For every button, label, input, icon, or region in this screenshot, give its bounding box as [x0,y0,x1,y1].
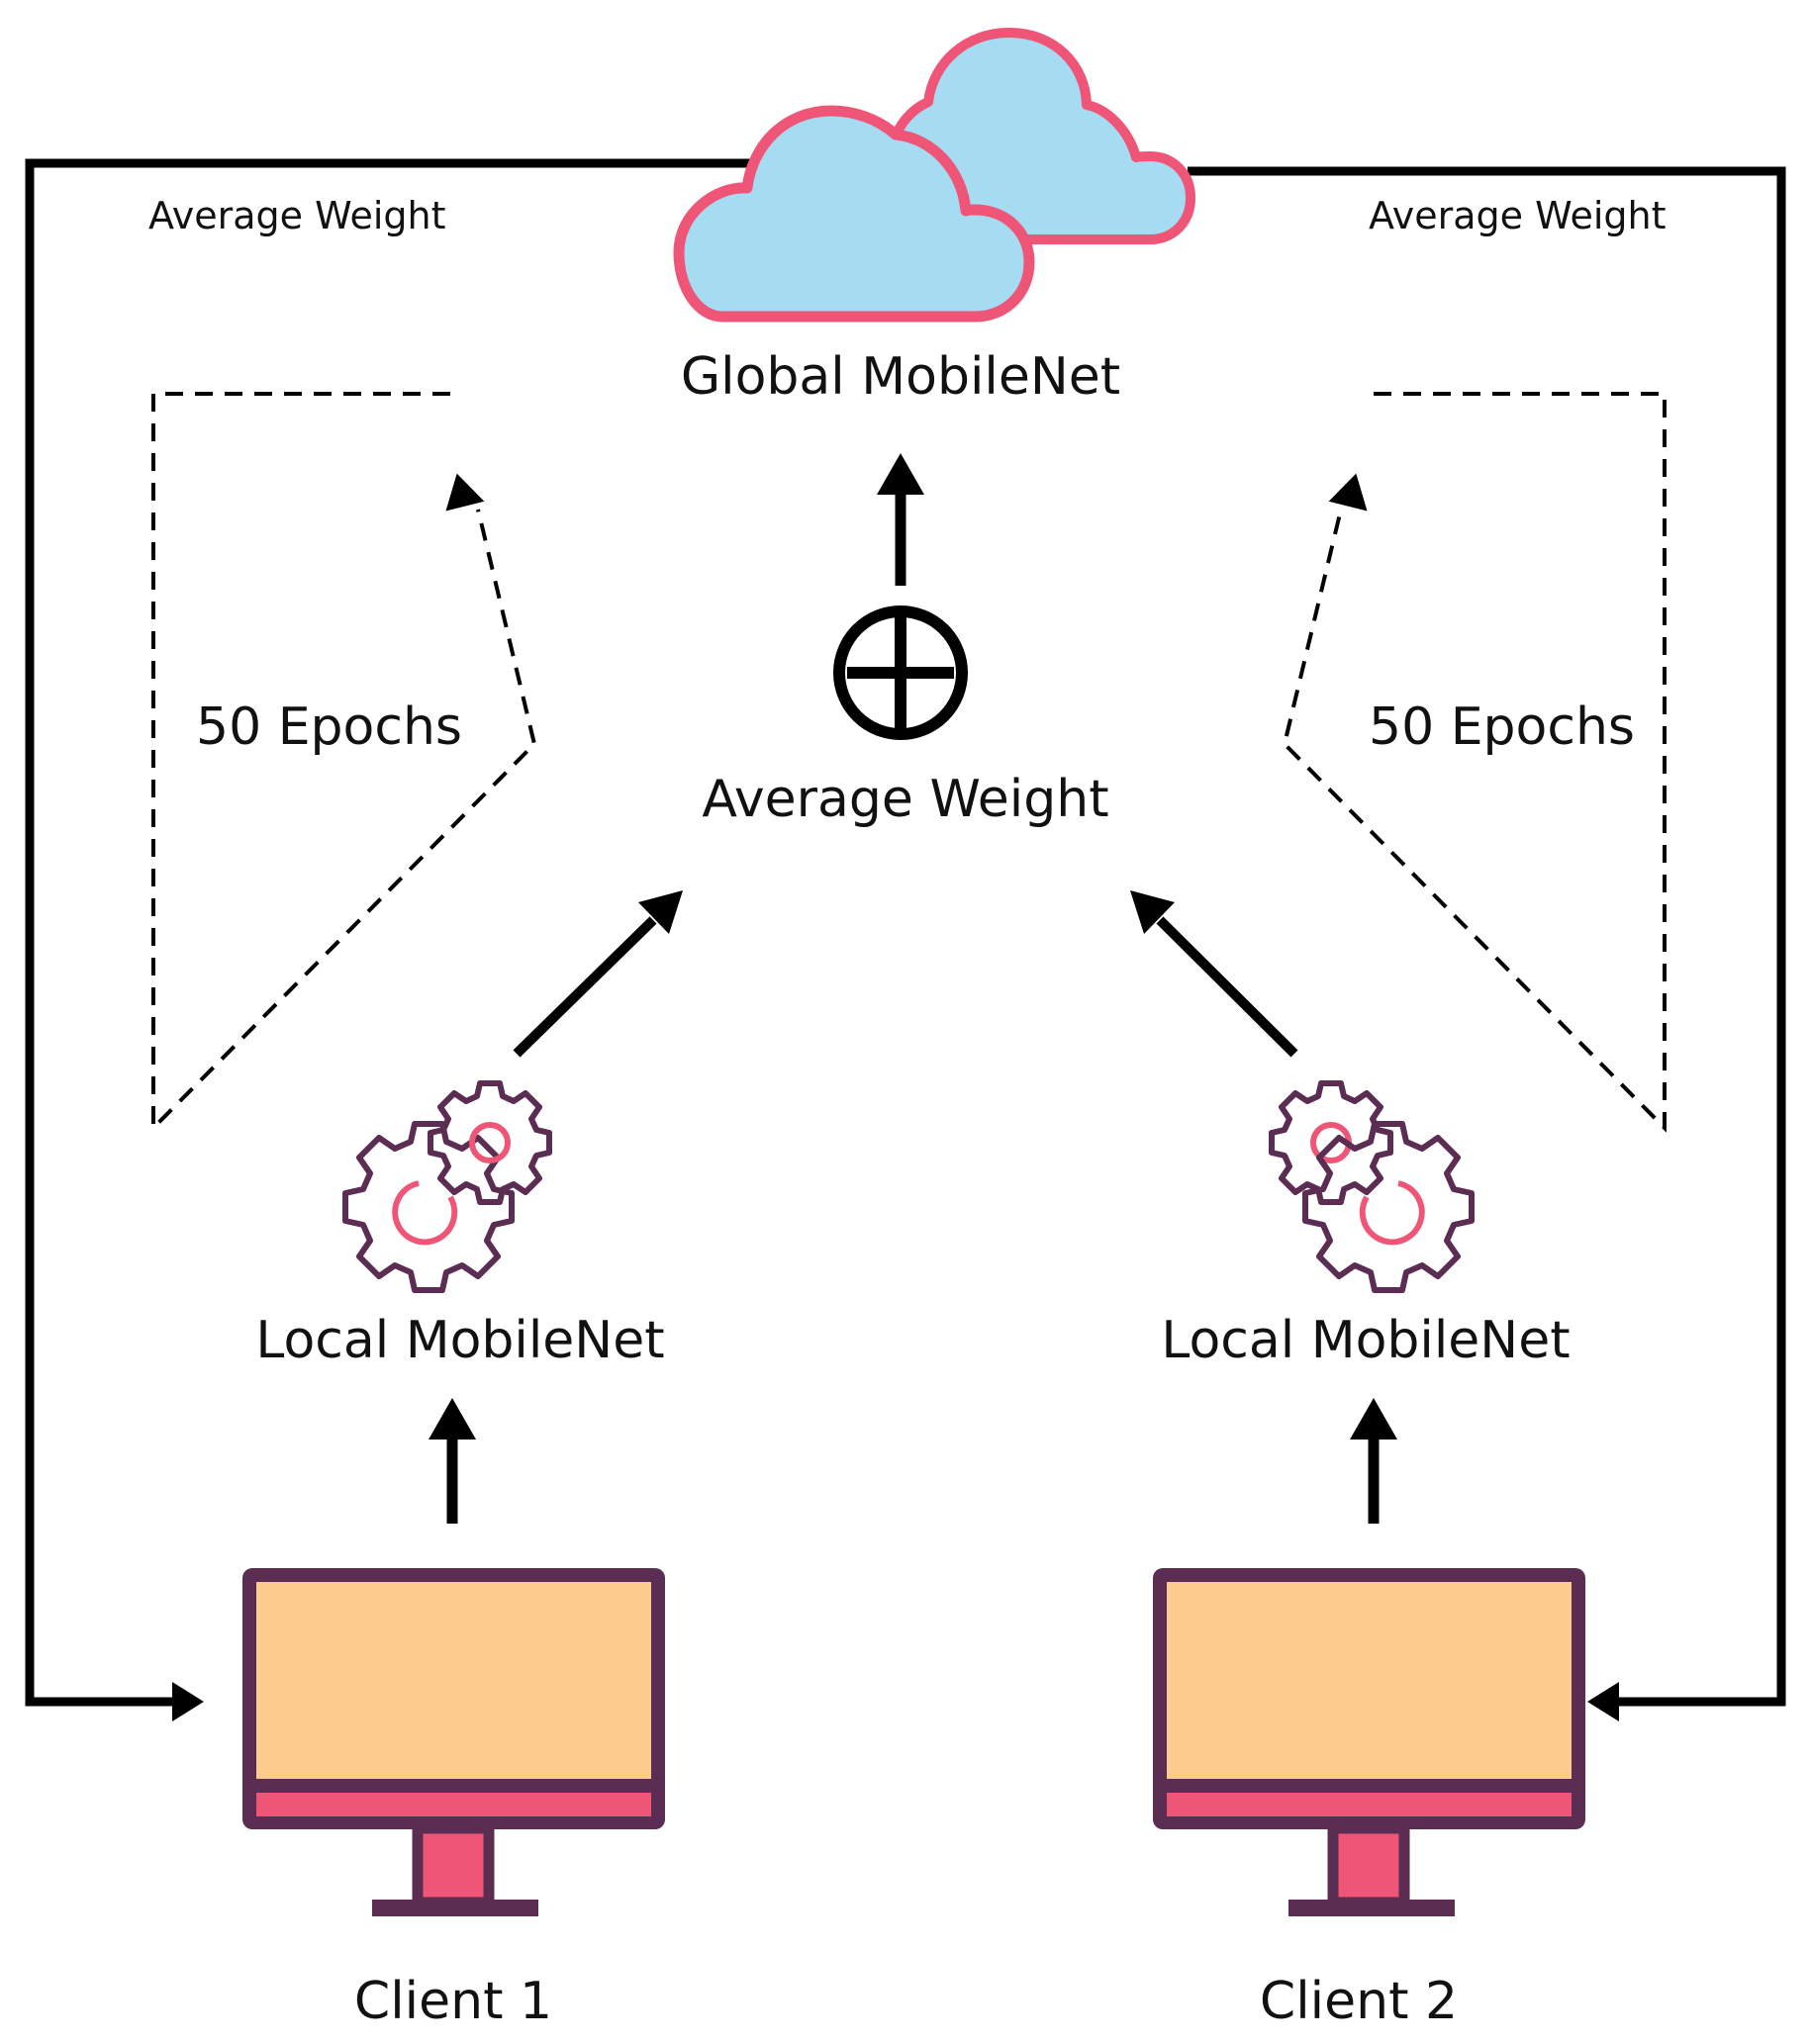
desktop-monitor-icon-client-1 [242,1568,665,1916]
local-model-label-left: Local MobileNet [255,1311,664,1370]
desktop-monitor-icon-client-2 [1153,1568,1585,1916]
client-2-label: Client 2 [1260,1972,1458,2031]
gears-icon-right [1269,1080,1475,1293]
client-1-label: Client 1 [354,1972,552,2031]
outer-loop-right [1188,166,1786,1721]
epochs-arrow-left [445,473,485,511]
average-weight-label-left: Average Weight [148,194,446,237]
average-weight-label-right: Average Weight [1369,194,1667,237]
outer-loop-left [25,158,772,1721]
arrow-client-2-to-local [1350,1398,1397,1524]
epochs-label-left: 50 Epochs [196,697,462,757]
arrow-client-1-to-local [429,1398,476,1524]
epochs-loop-right [1282,392,1667,1133]
epochs-label-right: 50 Epochs [1369,697,1635,757]
epochs-loop-left [151,392,537,1133]
arrow-left-local-to-average [513,890,683,1058]
arrow-right-local-to-average [1130,890,1298,1058]
circle-plus-icon [833,605,968,740]
cloud-icon [673,28,1195,323]
gears-icon-left [342,1080,552,1293]
average-weight-label-center: Average Weight [702,770,1108,829]
epochs-arrow-right [1328,473,1368,511]
arrow-up-to-global [877,453,924,586]
arrow-to-client-2 [1587,1682,1619,1721]
arrow-to-client-1 [172,1682,204,1721]
local-model-label-right: Local MobileNet [1161,1311,1570,1370]
global-model-label: Global MobileNet [681,347,1120,407]
